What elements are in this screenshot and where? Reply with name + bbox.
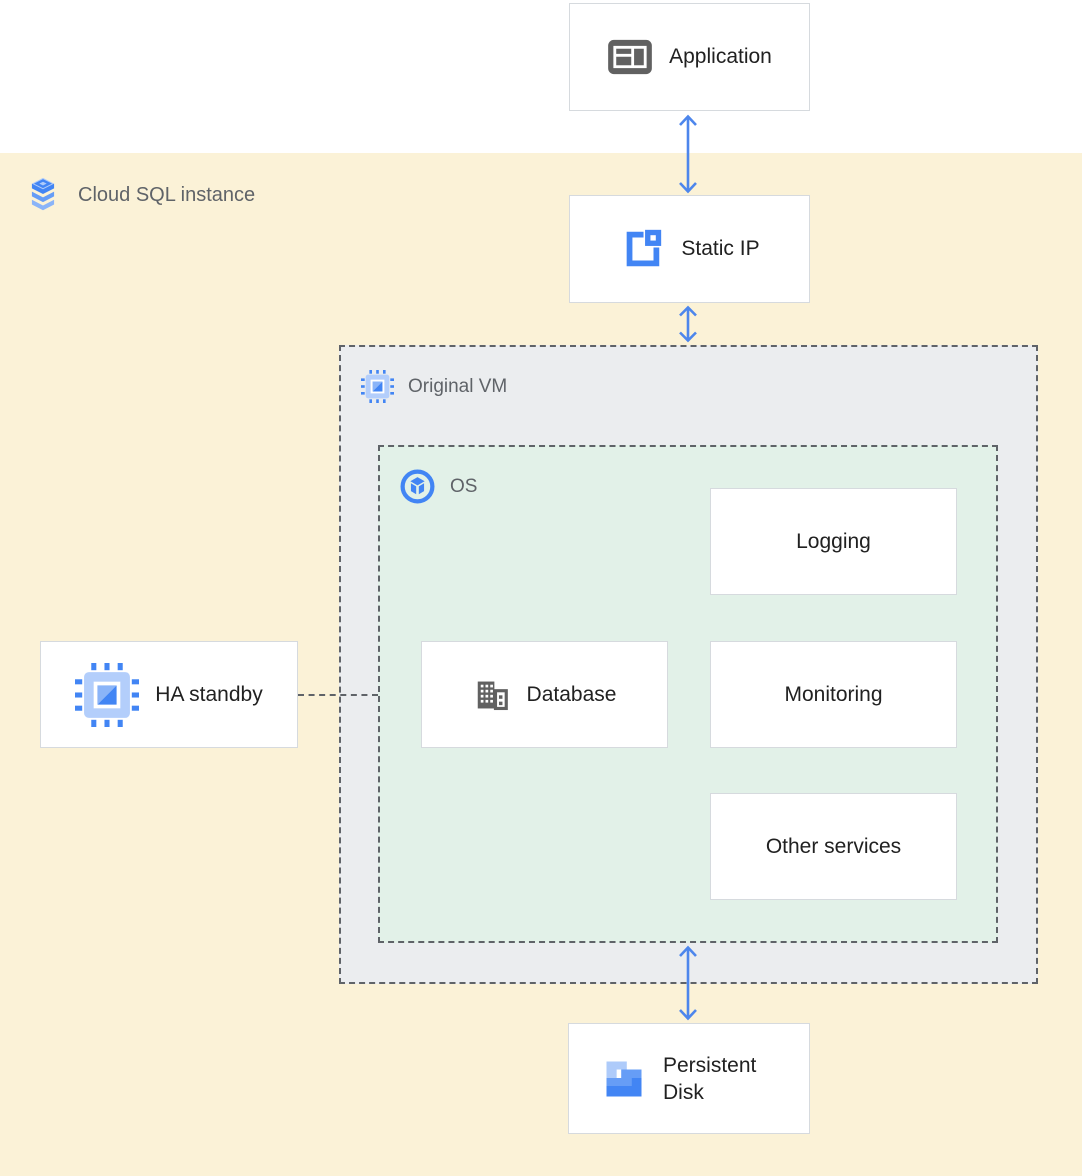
node-persistent-disk-label: Persistent Disk [663,1053,757,1104]
node-other-services: Other services [710,793,957,900]
cloud-sql-zone-label-text: Cloud SQL instance [78,183,256,206]
cloud-sql-icon [24,176,62,214]
node-database-label: Database [526,682,617,706]
database-building-icon [473,676,511,714]
persistent-disk-icon [603,1058,645,1100]
arrow-os-disk [674,944,702,1022]
node-application: Application [569,3,810,111]
node-static-ip: Static IP [569,195,810,303]
node-monitoring-label: Monitoring [784,682,883,706]
node-logging-label: Logging [796,529,871,553]
original-vm-zone-label-text: Original VM [408,375,508,397]
node-logging: Logging [710,488,957,595]
node-other-services-label: Other services [765,834,902,858]
application-window-icon [607,38,653,76]
connector-hastandby-vm [298,694,378,696]
cloud-sql-zone-label: Cloud SQL instance [24,176,255,214]
os-icon [400,469,435,504]
node-application-label: Application [669,45,772,68]
os-zone-label-text: OS [450,475,478,497]
arrow-staticip-vm [674,304,702,344]
node-database: Database [421,641,668,748]
node-ha-standby-label: HA standby [155,682,263,706]
node-ha-standby: HA standby [40,641,298,748]
compute-engine-icon [361,370,394,403]
node-persistent-disk: Persistent Disk [568,1023,810,1134]
static-ip-icon [619,226,665,272]
node-static-ip-label: Static IP [681,237,760,260]
compute-engine-icon [75,662,140,727]
os-zone-label: OS [400,469,477,504]
original-vm-zone-label: Original VM [361,370,507,403]
node-monitoring: Monitoring [710,641,957,748]
arrow-application-staticip [674,113,702,195]
